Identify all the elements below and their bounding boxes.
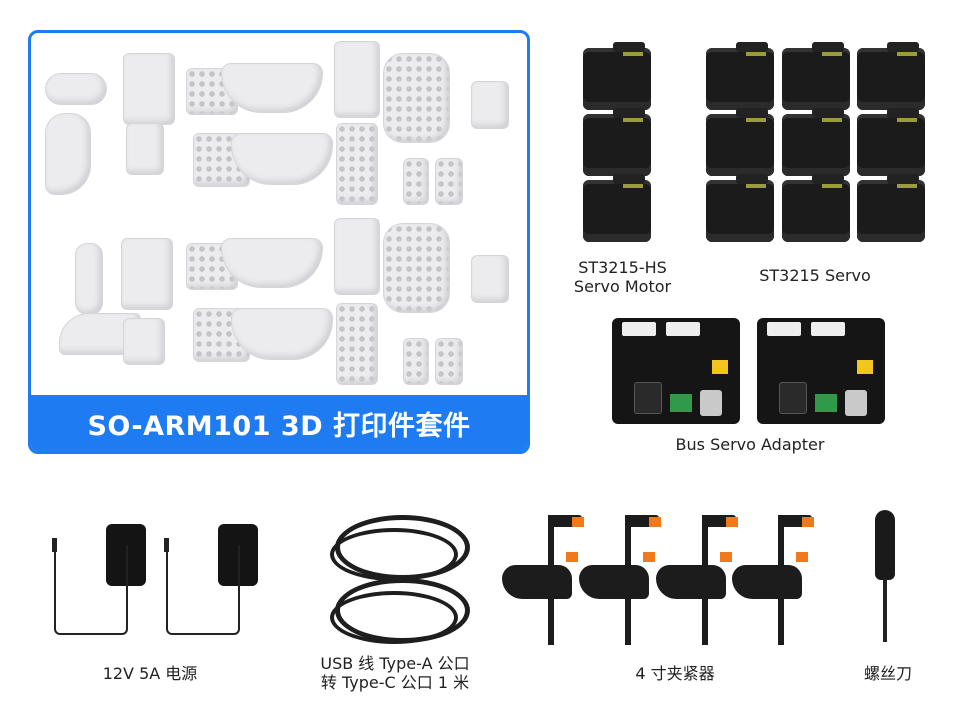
usb-cable-label: USB 线 Type-A 公口 转 Type-C 公口 1 米	[300, 654, 490, 692]
clamp-label: 4 寸夹紧器	[635, 664, 715, 683]
3d-printed-parts-panel: SO-ARM101 3D 打印件套件	[28, 30, 530, 454]
st3215-servo-label: ST3215 Servo	[759, 266, 871, 285]
kit-title-banner: SO-ARM101 3D 打印件套件	[31, 395, 527, 451]
power-supply-label: 12V 5A 电源	[102, 664, 198, 683]
screwdriver-label: 螺丝刀	[863, 664, 912, 683]
bus-servo-adapter-label: Bus Servo Adapter	[675, 435, 825, 454]
usb-cable-label-line1: USB 线 Type-A 公口	[320, 654, 470, 673]
usb-cable-label-line2: 转 Type-C 公口 1 米	[320, 673, 470, 692]
st3215-hs-label-line2: Servo Motor	[573, 277, 672, 296]
st3215-hs-label: ST3215-HS Servo Motor	[555, 258, 690, 296]
st3215-hs-label-line1: ST3215-HS	[578, 258, 667, 277]
